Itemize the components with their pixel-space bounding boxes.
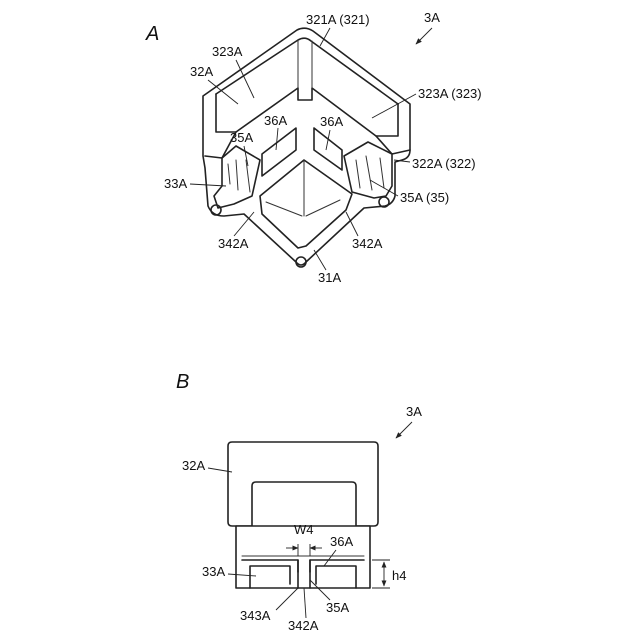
label-w4: W4	[294, 522, 314, 537]
figure-b-assembly-arrow	[396, 422, 412, 438]
figure-a: A 3A	[145, 10, 482, 285]
figure-a-assembly-label: 3A	[424, 10, 440, 25]
corner-piece-isometric	[203, 28, 410, 267]
label-h4: h4	[392, 568, 406, 583]
label-32a: 32A	[190, 64, 213, 79]
label-35a-b: 35A	[326, 600, 349, 615]
label-342a-right: 342A	[352, 236, 383, 251]
label-32a-b: 32A	[182, 458, 205, 473]
label-35a-left: 35A	[230, 130, 253, 145]
label-342a-left: 342A	[218, 236, 249, 251]
label-343a: 343A	[240, 608, 271, 623]
leader-343a	[276, 588, 298, 610]
label-31a: 31A	[318, 270, 341, 285]
label-35a-right: 35A (35)	[400, 190, 449, 205]
label-323a-left: 323A	[212, 44, 243, 59]
figure-b: B 3A W4 h4 32A	[176, 371, 422, 633]
leader-31a	[314, 250, 326, 270]
label-322a: 322A (322)	[412, 156, 476, 171]
figure-a-assembly-arrow	[416, 28, 432, 44]
label-36a-left: 36A	[264, 113, 287, 128]
figure-b-assembly-label: 3A	[406, 404, 422, 419]
label-342a-b: 342A	[288, 618, 319, 633]
label-36a-b: 36A	[330, 534, 353, 549]
corner-piece-front	[228, 442, 378, 588]
figure-b-panel-label: B	[176, 371, 189, 393]
label-36a-right: 36A	[320, 114, 343, 129]
label-323a-right: 323A (323)	[418, 86, 482, 101]
label-33a: 33A	[164, 176, 187, 191]
leader-342a-b	[304, 588, 306, 618]
label-33a-b: 33A	[202, 564, 225, 579]
leader-342a-left	[234, 212, 254, 236]
figure-a-panel-label: A	[145, 23, 159, 45]
label-321a: 321A (321)	[306, 12, 370, 27]
upper-panel	[228, 442, 378, 526]
